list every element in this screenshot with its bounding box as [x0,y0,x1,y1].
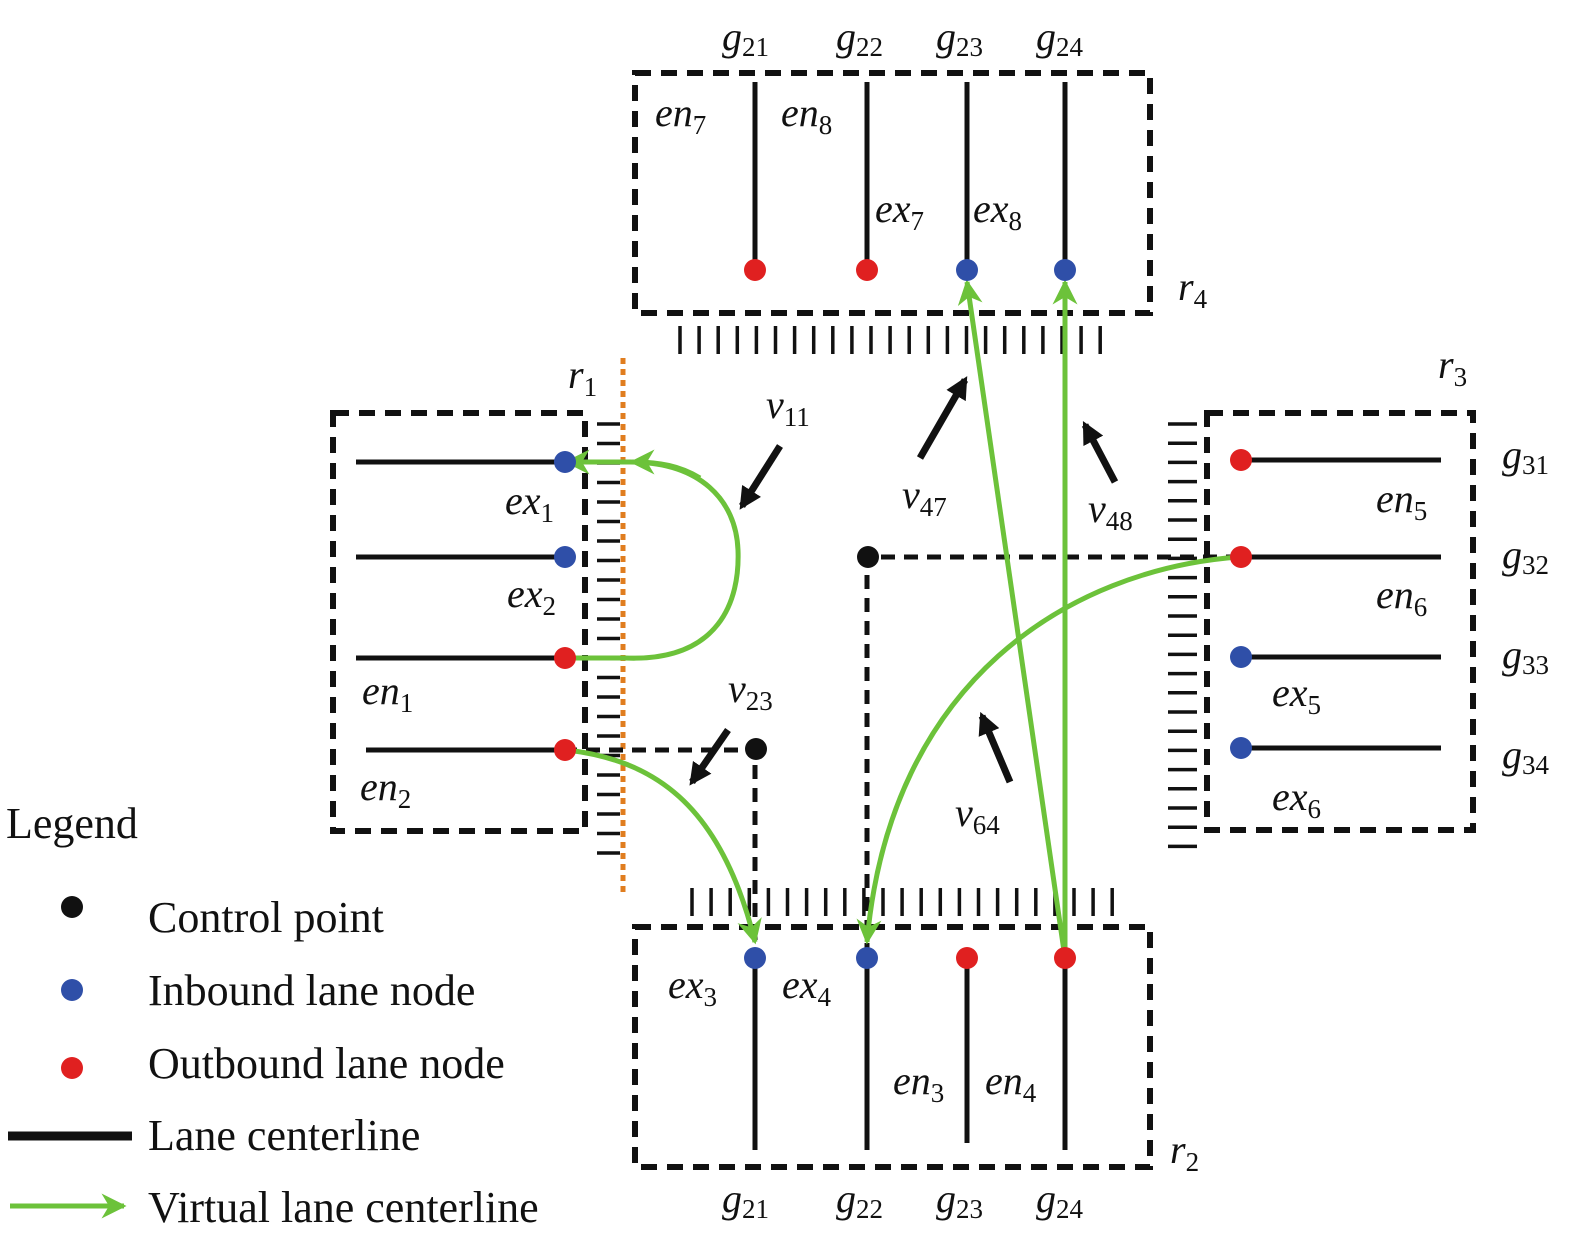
lane-label-ex4: ex4 [782,962,832,1012]
lane-label-en2: en2 [360,764,411,814]
node-inbound-ex7 [956,259,978,281]
group-label-bottom-g21: g21 [722,1176,769,1224]
lane-label-en1: en1 [362,668,413,718]
control-point-v23 [745,738,767,760]
group-label-top-g24: g24 [1036,14,1084,62]
legend-control-point-label: Control point [148,893,384,942]
group-label-g34: g34 [1502,732,1550,780]
group-label-g33: g33 [1502,632,1549,680]
node-outbound-en5 [1230,449,1252,471]
legend-inbound-dot [61,979,83,1001]
legend: Legend Control point Inbound lane node O… [6,799,539,1232]
region-r2-box [632,924,1153,1170]
stop-ticks-top [678,326,1102,354]
group-label-g31: g31 [1502,432,1549,480]
legend-lane-label: Lane centerline [148,1111,420,1160]
pointer-v48 [1081,421,1119,484]
region-label-r2: r2 [1170,1127,1199,1177]
group-label-g32: g32 [1502,532,1549,580]
lane-label-ex1: ex1 [505,478,554,528]
lane-label-ex5: ex5 [1272,670,1321,720]
group-label-bottom-g23: g23 [936,1176,983,1224]
vehicle-label-v64: v64 [955,790,1000,840]
node-inbound-ex2 [554,546,576,568]
group-label-top-g23: g23 [936,14,983,62]
virtual-lane-v11-arrowhead [629,449,702,481]
group-label-bottom-g22: g22 [836,1176,883,1224]
node-outbound-en8 [856,259,878,281]
legend-outbound-dot [61,1057,83,1079]
stop-ticks-bottom [690,888,1114,916]
legend-virtual-label: Virtual lane centerline [148,1183,539,1232]
legend-title: Legend [6,799,138,848]
lane-label-ex6: ex6 [1272,774,1321,824]
virtual-lane-v47 [957,279,1068,959]
stop-ticks-right [1168,422,1197,849]
vehicle-label-v11: v11 [766,382,810,432]
group-label-top-g22: g22 [836,14,883,62]
node-outbound-en2 [554,739,576,761]
group-label-bottom-g24: g24 [1036,1176,1084,1224]
lane-nodes [554,259,1252,969]
region-r3-box [1204,410,1476,833]
region-label-r1: r1 [568,352,597,402]
pointer-v47 [916,376,969,460]
node-inbound-ex3 [744,947,766,969]
lane-label-en4: en4 [985,1058,1037,1108]
virtual-lane-v64 [856,554,1239,945]
lane-label-ex3: ex3 [668,962,717,1012]
lane-label-ex8: ex8 [973,186,1022,236]
virtual-lane-v11 [564,449,741,661]
pointer-v11 [739,444,783,510]
lane-label-en5: en5 [1376,476,1427,526]
lane-label-en7: en7 [655,90,706,140]
lane-label-ex7: ex7 [875,186,924,236]
legend-control-point-dot [61,896,83,918]
node-inbound-ex4 [856,947,878,969]
node-outbound-en7 [744,259,766,281]
node-inbound-ex6 [1230,737,1252,759]
region-label-r4: r4 [1178,264,1208,314]
lane-label-en6: en6 [1376,572,1427,622]
node-outbound-en4 [1054,947,1076,969]
pointer-v23 [689,728,731,786]
node-outbound-en6 [1230,546,1252,568]
virtual-lane-v23 [566,747,762,945]
vehicle-label-v48: v48 [1088,486,1133,536]
lane-label-ex2: ex2 [507,571,556,621]
node-outbound-en3 [956,947,978,969]
node-inbound-ex8 [1054,259,1076,281]
lane-label-en8: en8 [781,90,832,140]
legend-inbound-label: Inbound lane node [148,966,475,1015]
stop-ticks-left [597,422,620,855]
region-label-r3: r3 [1438,342,1467,392]
node-inbound-ex1 [554,451,576,473]
region-r1-box [330,410,588,834]
group-label-top-g21: g21 [722,14,769,62]
lane-label-en3: en3 [893,1058,944,1108]
pointer-v64 [978,711,1014,784]
node-inbound-ex5 [1230,646,1252,668]
control-point-v64 [857,546,879,568]
vehicle-label-v47: v47 [902,472,947,522]
node-outbound-en1 [554,647,576,669]
region-r4-box [632,70,1153,316]
vehicle-label-v23: v23 [728,666,773,716]
legend-outbound-label: Outbound lane node [148,1039,505,1088]
